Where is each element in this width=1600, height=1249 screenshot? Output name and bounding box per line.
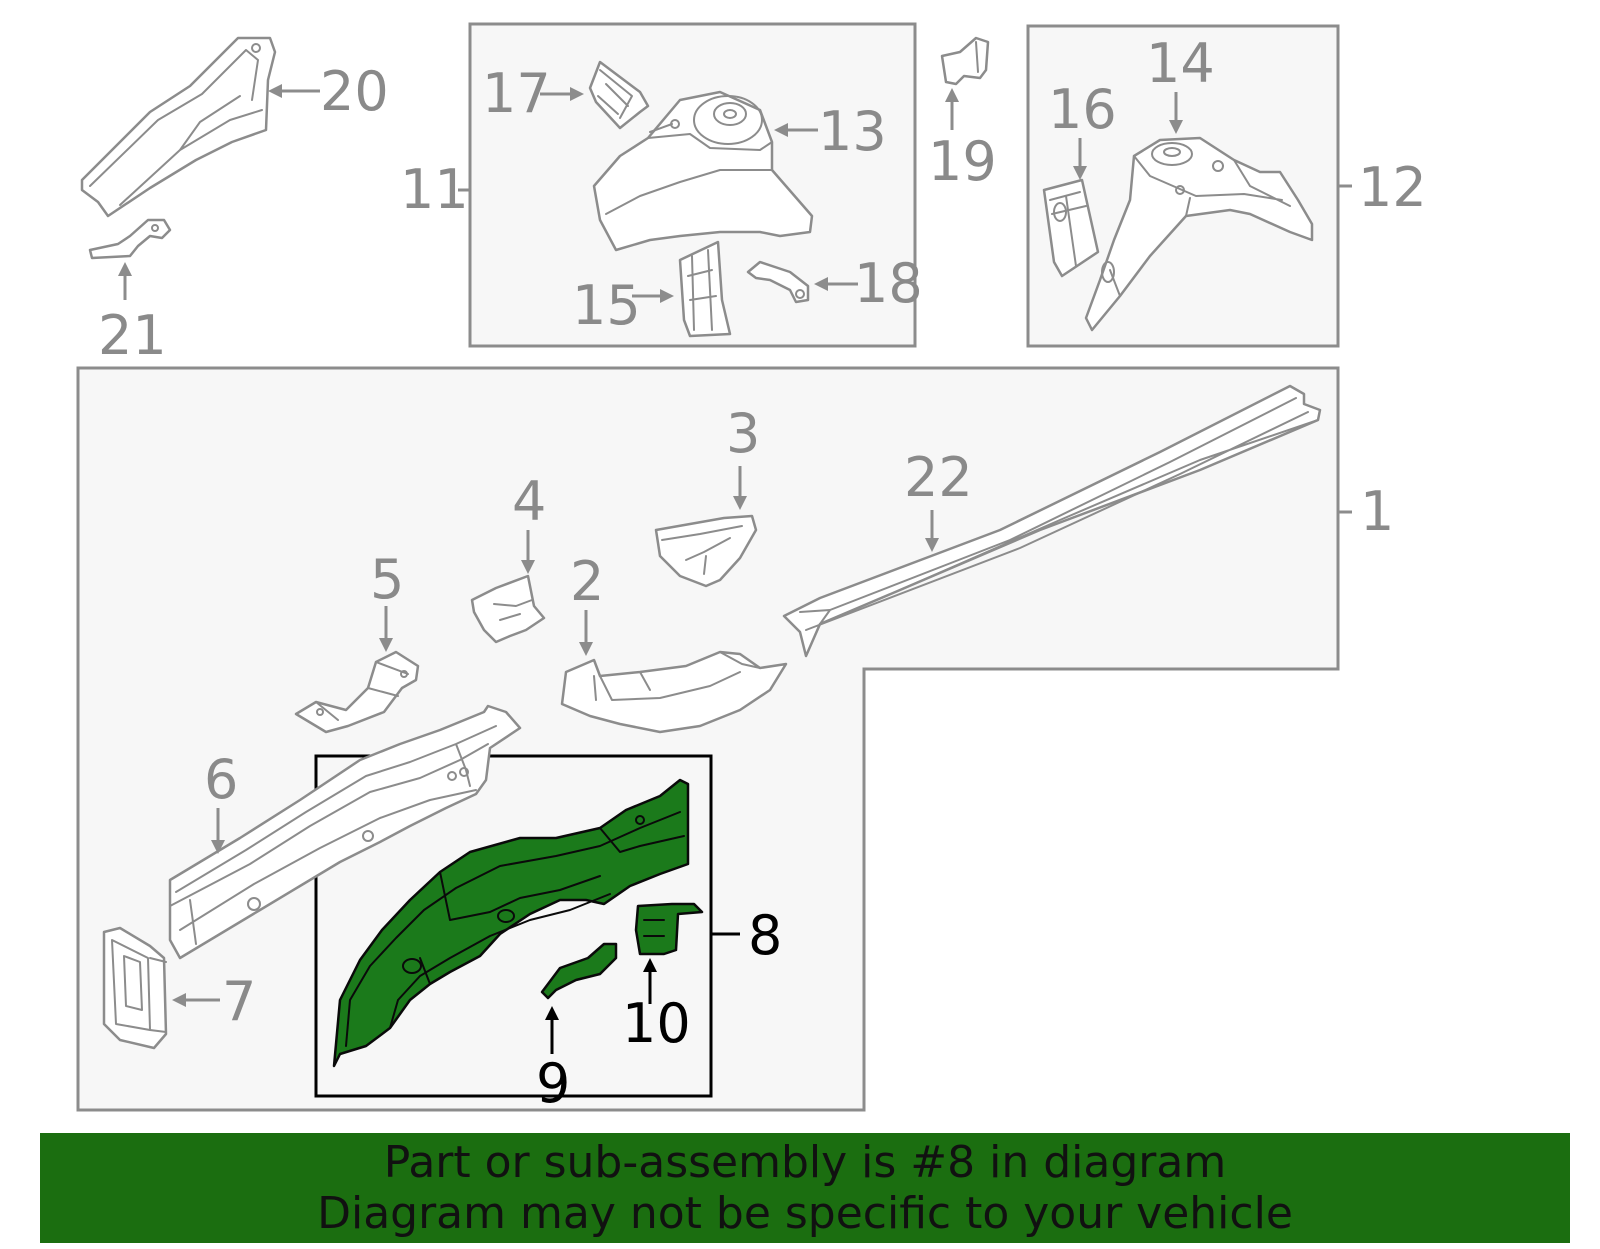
callout-2: 2 [570,550,604,613]
callout-19: 19 [928,130,997,193]
arrowhead-19 [945,88,959,102]
part-4 [470,574,546,644]
part-7 [102,926,168,1050]
callout-16: 16 [1048,78,1117,141]
arrowhead-6 [211,840,225,854]
part-13 [592,90,814,252]
arrowhead-4 [521,560,535,574]
callout-13: 13 [818,100,887,163]
part-9-highlighted [540,942,618,1000]
part-10-highlighted [634,902,704,956]
callout-5: 5 [370,548,404,611]
callout-10: 10 [622,992,691,1055]
part-6 [168,704,522,960]
part-22 [782,384,1322,658]
part-16 [1042,178,1100,278]
arrowhead-2 [579,642,593,656]
arrowhead-21 [118,262,132,276]
arrowhead-20 [268,84,282,98]
callout-6: 6 [204,748,238,811]
arrowhead-3 [733,496,747,510]
arrowhead-14 [1169,120,1183,134]
callout-22: 22 [904,446,973,509]
callout-20: 20 [320,60,389,123]
arrowhead-5 [379,638,393,652]
callout-1: 1 [1360,480,1394,543]
callout-15: 15 [572,274,641,337]
part-21 [88,218,172,260]
callout-18: 18 [854,252,923,315]
info-banner: Part or sub-assembly is #8 in diagram Di… [40,1133,1570,1243]
callout-11: 11 [400,158,469,221]
part-14 [1084,136,1314,332]
arrowhead-18 [814,277,828,291]
arrowhead-22 [925,538,939,552]
part-2 [560,650,788,734]
arrowhead-17 [570,87,584,101]
arrowhead-9 [545,1006,559,1020]
part-18 [746,260,810,304]
callout-14: 14 [1146,32,1215,95]
callout-17: 17 [482,62,551,125]
callout-21: 21 [98,304,167,367]
callout-12: 12 [1358,156,1427,219]
callout-9: 9 [536,1052,570,1115]
part-15 [678,240,732,338]
banner-line-1: Part or sub-assembly is #8 in diagram [383,1137,1227,1188]
part-5 [294,650,420,734]
arrowhead-7 [172,993,186,1007]
part-17 [588,60,650,130]
part-20 [80,36,277,218]
part-3 [654,514,758,588]
callout-4: 4 [512,470,546,533]
banner-line-2: Diagram may not be specific to your vehi… [317,1188,1293,1239]
arrowhead-10 [643,958,657,972]
callout-8: 8 [748,904,782,967]
callout-3: 3 [726,402,760,465]
callout-7: 7 [222,970,256,1033]
arrowhead-16 [1073,166,1087,180]
part-8-highlighted [332,778,690,1068]
arrowhead-13 [774,123,788,137]
arrowhead-15 [660,289,674,303]
part-19 [940,36,990,86]
